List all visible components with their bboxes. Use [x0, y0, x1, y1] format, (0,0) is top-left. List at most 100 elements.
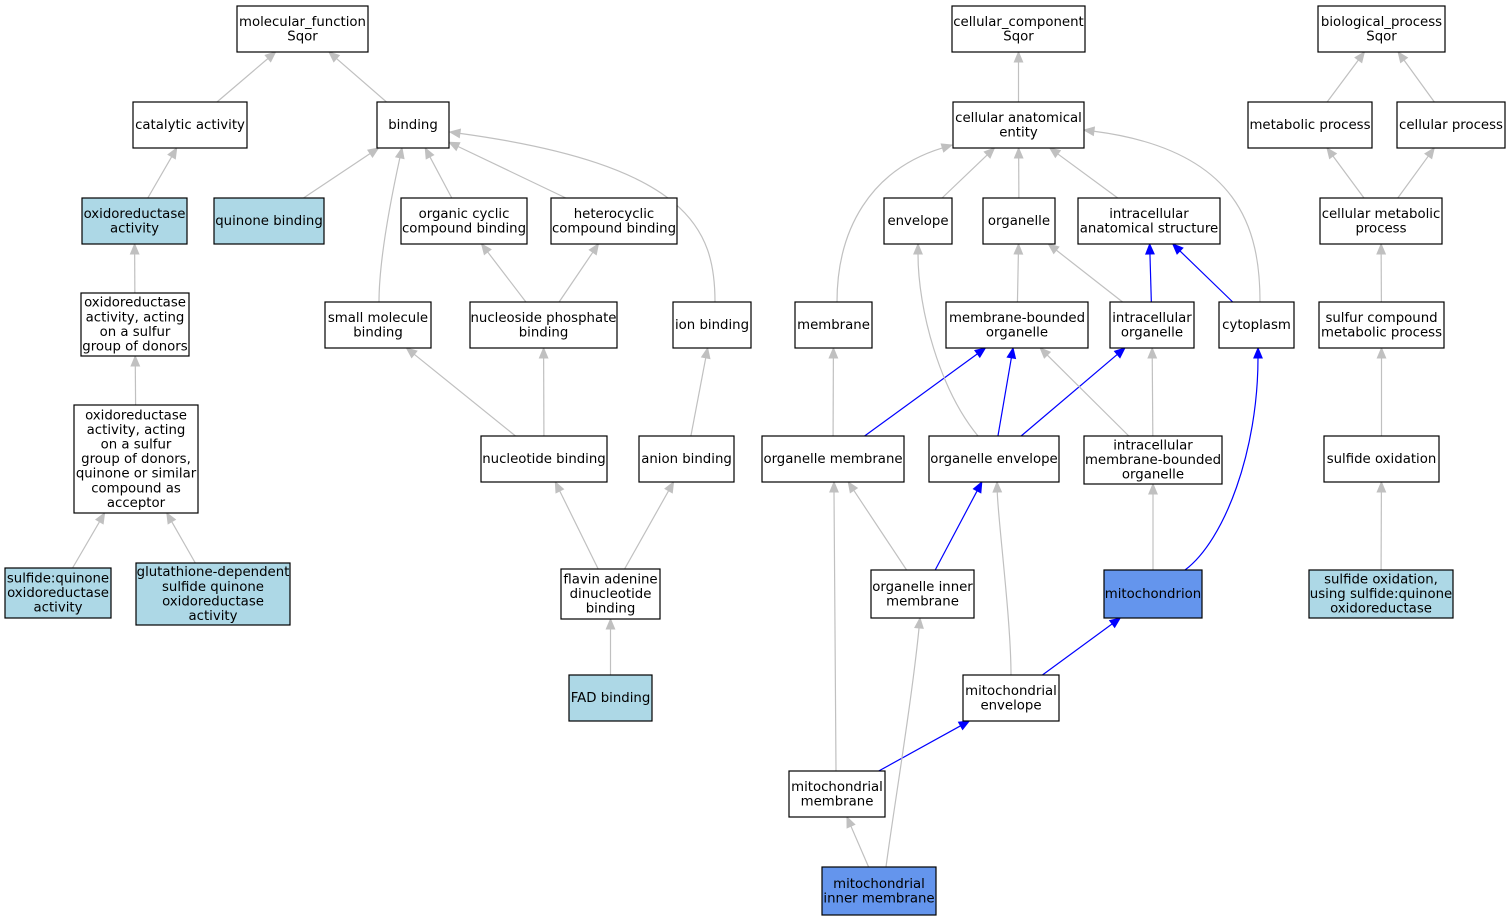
go-term-node-catact[interactable]: catalytic activity: [132, 101, 248, 149]
node-label-line: binding: [586, 602, 636, 617]
go-term-node-soxq[interactable]: sulfide oxidation,using sulfide:quinoneo…: [1308, 569, 1454, 619]
go-term-node-orgenv[interactable]: organelle envelope: [928, 435, 1060, 483]
edge-line: [941, 154, 988, 199]
node-label-line: membrane-bounded: [1085, 453, 1221, 468]
edge-line: [1055, 249, 1123, 303]
node-label-line: inner membrane: [823, 891, 934, 906]
edge-arrowhead: [1013, 50, 1024, 63]
edge-line: [1151, 357, 1154, 437]
go-term-node-cellproc[interactable]: cellular process: [1396, 101, 1506, 149]
node-label-line: organelle envelope: [930, 452, 1057, 467]
go-term-node-ionbind[interactable]: ion binding: [672, 301, 752, 349]
go-term-node-nucbind[interactable]: nucleotide binding: [480, 435, 608, 483]
go-term-node-envelope[interactable]: envelope: [883, 197, 953, 245]
node-label-line: dinucleotide: [570, 587, 652, 602]
node-label-line: intracellular: [1113, 438, 1193, 453]
node-label-line: binding: [388, 118, 438, 133]
edge-arrowhead: [1147, 346, 1158, 359]
node-box: [73, 404, 199, 514]
go-term-node-metproc[interactable]: metabolic process: [1247, 101, 1373, 149]
edge-mim-to-mitomem: [846, 815, 870, 868]
edge-nucbind-to-nucphos: [538, 346, 549, 437]
edge-layer: [72, 50, 1435, 868]
edge-line: [885, 627, 920, 868]
node-box: [672, 301, 752, 349]
edge-arrowhead: [914, 616, 924, 629]
edge-anion-to-ionbind: [690, 346, 711, 437]
go-term-node-mito[interactable]: mitochondrion: [1103, 569, 1203, 619]
edge-line: [1397, 155, 1429, 199]
go-term-node-cyto[interactable]: cytoplasm: [1218, 301, 1295, 349]
go-term-node-organelle[interactable]: organelle: [982, 197, 1056, 245]
go-term-node-fad[interactable]: FAD binding: [568, 674, 653, 722]
node-label-line: oxidoreductase: [162, 594, 264, 609]
edge-mitomem-to-orgmem: [829, 480, 839, 772]
node-label-line: compound as: [91, 481, 181, 496]
go-term-node-sox[interactable]: sulfide oxidation: [1323, 435, 1440, 483]
edge-orgenv-to-mbo: [997, 346, 1017, 437]
node-label-line: acceptor: [107, 496, 166, 511]
node-label-line: membrane-bounded: [949, 311, 1085, 326]
node-label-line: quinone or similar: [76, 467, 197, 482]
node-label-line: nucleotide binding: [482, 452, 606, 467]
edge-arrowhead: [700, 346, 711, 360]
node-label-line: membrane: [886, 594, 959, 609]
edge-nucbind-to-smallmol: [405, 347, 516, 437]
go-term-node-quinbind[interactable]: quinone binding: [213, 197, 325, 245]
node-box: [1083, 435, 1223, 485]
edge-line: [147, 156, 173, 199]
node-label-line: entity: [999, 125, 1038, 140]
node-label-line: group of donors: [82, 339, 187, 354]
edge-arrowhead: [1148, 482, 1158, 495]
edge-mito-to-cyto: [1184, 346, 1263, 571]
edge-arrowhead: [1253, 346, 1263, 359]
node-label-line: Sqor: [287, 29, 318, 44]
go-term-node-anion[interactable]: anion binding: [638, 435, 735, 483]
node-label-line: compound binding: [402, 221, 526, 236]
go-term-node-membrane[interactable]: membrane: [794, 301, 873, 349]
node-box: [236, 5, 369, 53]
edge-arrowhead: [1108, 617, 1122, 629]
go-term-node-orgmem[interactable]: organelle membrane: [761, 435, 905, 483]
edge-line: [1149, 253, 1152, 303]
edge-orgmem-to-mbo: [864, 347, 987, 437]
node-label-line: process: [1355, 221, 1406, 236]
edge-arrowhead: [327, 51, 341, 63]
node-box: [80, 292, 190, 357]
node-box: [928, 435, 1060, 483]
edge-oxred-to-catact: [147, 146, 178, 199]
node-box: [788, 770, 886, 818]
edge-line: [72, 521, 101, 569]
node-box: [469, 301, 618, 349]
go-term-node-binding[interactable]: binding: [376, 101, 450, 149]
edge-line: [558, 251, 594, 303]
node-label-line: glutathione-dependent: [137, 565, 290, 580]
edge-line: [1042, 623, 1113, 676]
edge-arrowhead: [1376, 242, 1387, 255]
